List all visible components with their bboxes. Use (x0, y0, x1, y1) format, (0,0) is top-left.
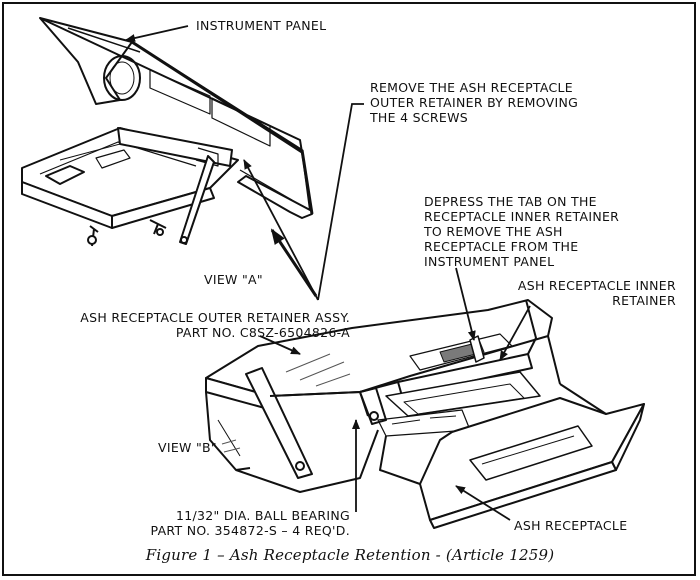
figure-caption: Figure 1 – Ash Receptacle Retention - (A… (145, 546, 555, 564)
label-remove-outer-retainer: REMOVE THE ASH RECEPTACLE OUTER RETAINER… (370, 80, 579, 125)
leader-outer-retainer-assy (259, 335, 301, 355)
leader-inner-retainer (499, 305, 531, 361)
leader-lines (125, 25, 531, 521)
label-ball-bearing: 11/32" DIA. BALL BEARING PART NO. 354872… (150, 508, 350, 538)
label-instrument-panel: INSTRUMENT PANEL (196, 18, 327, 33)
view-b-drawing (205, 299, 645, 529)
view-b-receptacle-opening (469, 425, 593, 481)
label-ash-receptacle: ASH RECEPTACLE (514, 518, 628, 533)
view-a-screws (87, 219, 167, 247)
arrow-view-a-to-b (270, 228, 318, 297)
leader-depress-tab (455, 267, 476, 341)
leader-remove-screws (317, 103, 364, 301)
view-b-inner-retainer (397, 353, 533, 397)
label-view-b: VIEW "B" (158, 440, 217, 455)
view-a-drawing (21, 17, 314, 247)
label-outer-retainer-assy: ASH RECEPTACLE OUTER RETAINER ASSY. PART… (80, 310, 350, 340)
leader-ash-receptacle (455, 485, 511, 521)
view-a-drawer-pull (45, 165, 85, 185)
label-depress-tab: DEPRESS THE TAB ON THE RECEPTACLE INNER … (424, 194, 620, 269)
label-view-a: VIEW "A" (204, 272, 263, 287)
leader-instrument-panel (125, 25, 189, 42)
panel-round-opening (103, 55, 141, 101)
view-a-outer-retainer (117, 127, 233, 167)
view-b-retainer-strap (245, 367, 313, 479)
label-inner-retainer: ASH RECEPTACLE INNER RETAINER (517, 278, 676, 308)
